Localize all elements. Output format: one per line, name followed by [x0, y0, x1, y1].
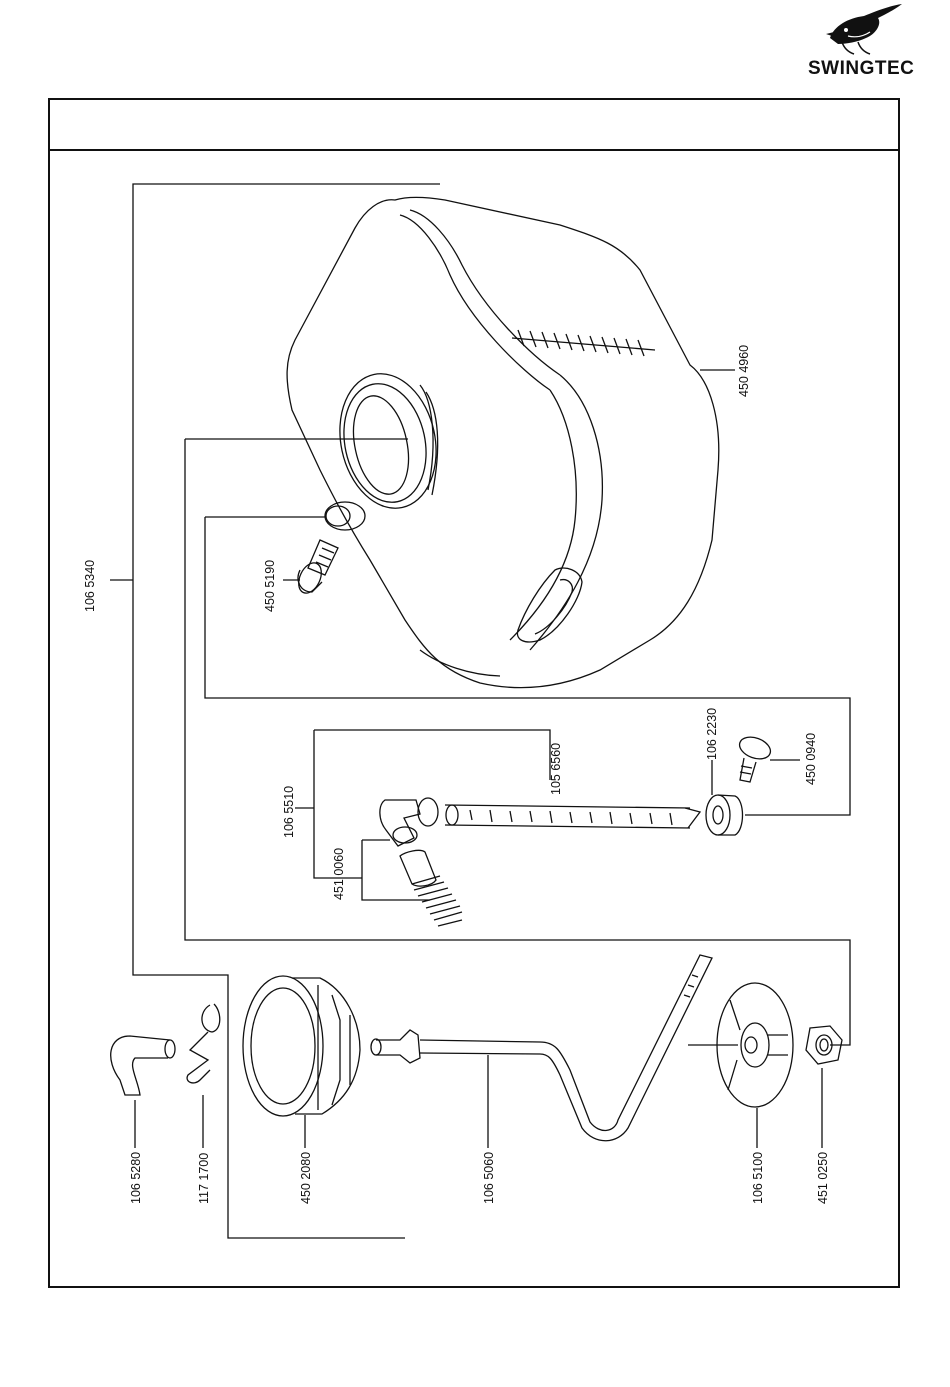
label-106-5510: 106 5510: [282, 786, 296, 838]
drain-plug-part: [294, 540, 338, 597]
label-451-0060: 451 0060: [332, 848, 346, 900]
label-450-5190: 450 5190: [263, 560, 277, 612]
knurled-screw-part: [737, 733, 774, 782]
ring-part: [706, 795, 743, 835]
label-106-5280: 106 5280: [129, 1152, 143, 1204]
angle-fitting-part: [380, 798, 462, 926]
hook-part: [111, 1036, 175, 1095]
label-105-6560: 105 6560: [549, 743, 563, 795]
suction-pipe-part: [371, 955, 712, 1141]
tank-part: [287, 197, 719, 687]
hose-part: [445, 805, 700, 828]
clip-part: [187, 1004, 220, 1083]
label-106-5060: 106 5060: [482, 1152, 496, 1204]
label-450-4960: 450 4960: [737, 345, 751, 397]
label-106-5340: 106 5340: [83, 560, 97, 612]
assembly-bracket-line: [133, 184, 440, 1238]
label-106-5100: 106 5100: [751, 1152, 765, 1204]
label-450-0940: 450 0940: [804, 733, 818, 785]
label-106-2230: 106 2230: [705, 708, 719, 760]
label-450-2080: 450 2080: [299, 1152, 313, 1204]
label-117-1700: 117 1700: [197, 1153, 211, 1204]
label-451-0250: 451 0250: [816, 1152, 830, 1204]
cap-nut-part: [243, 976, 360, 1116]
